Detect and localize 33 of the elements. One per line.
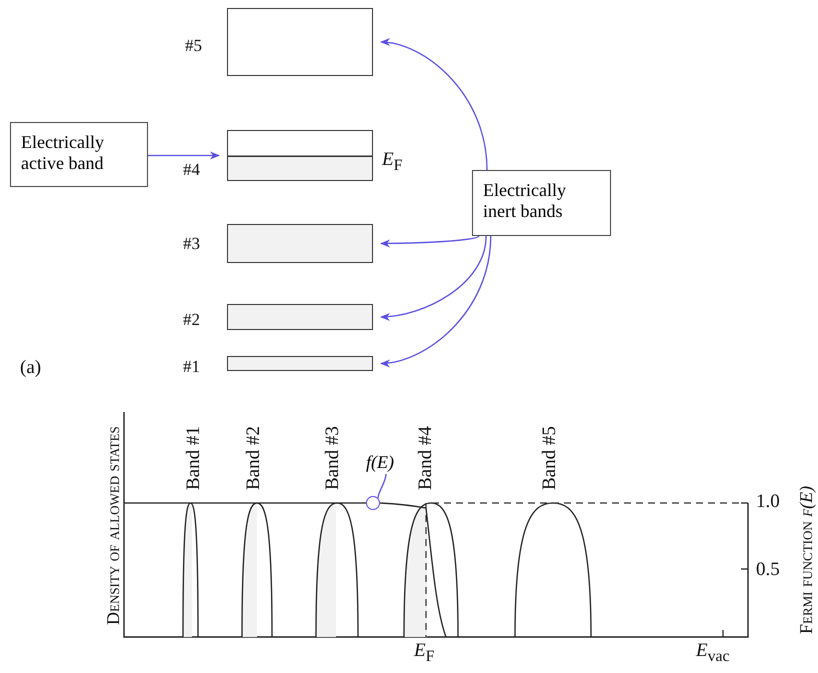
band-label: Band #1 bbox=[184, 426, 205, 490]
band-number: #4 bbox=[183, 161, 200, 180]
band-label: Band #5 bbox=[540, 426, 561, 490]
band-number: #3 bbox=[183, 235, 200, 254]
curve-label: f(E) bbox=[366, 452, 394, 473]
empty-band-box bbox=[227, 8, 373, 76]
callout-box: Electrically inert bands bbox=[472, 170, 611, 236]
band-label: Band #3 bbox=[323, 426, 344, 490]
band-label: Band #4 bbox=[416, 426, 437, 490]
band-number: #2 bbox=[183, 311, 200, 330]
arrow bbox=[380, 236, 487, 320]
axis-title: Density of allowed states bbox=[104, 426, 124, 624]
filled-band-box bbox=[227, 356, 373, 371]
arrow bbox=[380, 38, 488, 170]
tick-label: 1.0 bbox=[756, 492, 780, 513]
filled-band-box bbox=[227, 224, 373, 263]
partly-filled-band-box bbox=[227, 130, 373, 181]
panel-label: (a) bbox=[20, 358, 42, 379]
callout-box: Electrically active band bbox=[10, 122, 148, 187]
axis-label: E$_{vac}$ bbox=[696, 641, 730, 666]
arrow bbox=[380, 236, 480, 248]
band-label: Band #2 bbox=[244, 426, 265, 490]
arrow bbox=[148, 152, 220, 160]
arrow bbox=[380, 236, 492, 367]
axis-title: Fermi function f(E) bbox=[797, 486, 817, 634]
filled-band-box bbox=[227, 304, 373, 330]
band-number: #5 bbox=[185, 37, 202, 56]
tick-label: 0.5 bbox=[756, 560, 780, 581]
marker-circle bbox=[366, 496, 380, 510]
axis-label: E$_{F}$ bbox=[414, 641, 434, 666]
leader-line bbox=[377, 474, 387, 498]
band-number: #1 bbox=[183, 358, 200, 377]
fermi-level-label: E$_{F}$ bbox=[382, 150, 402, 174]
